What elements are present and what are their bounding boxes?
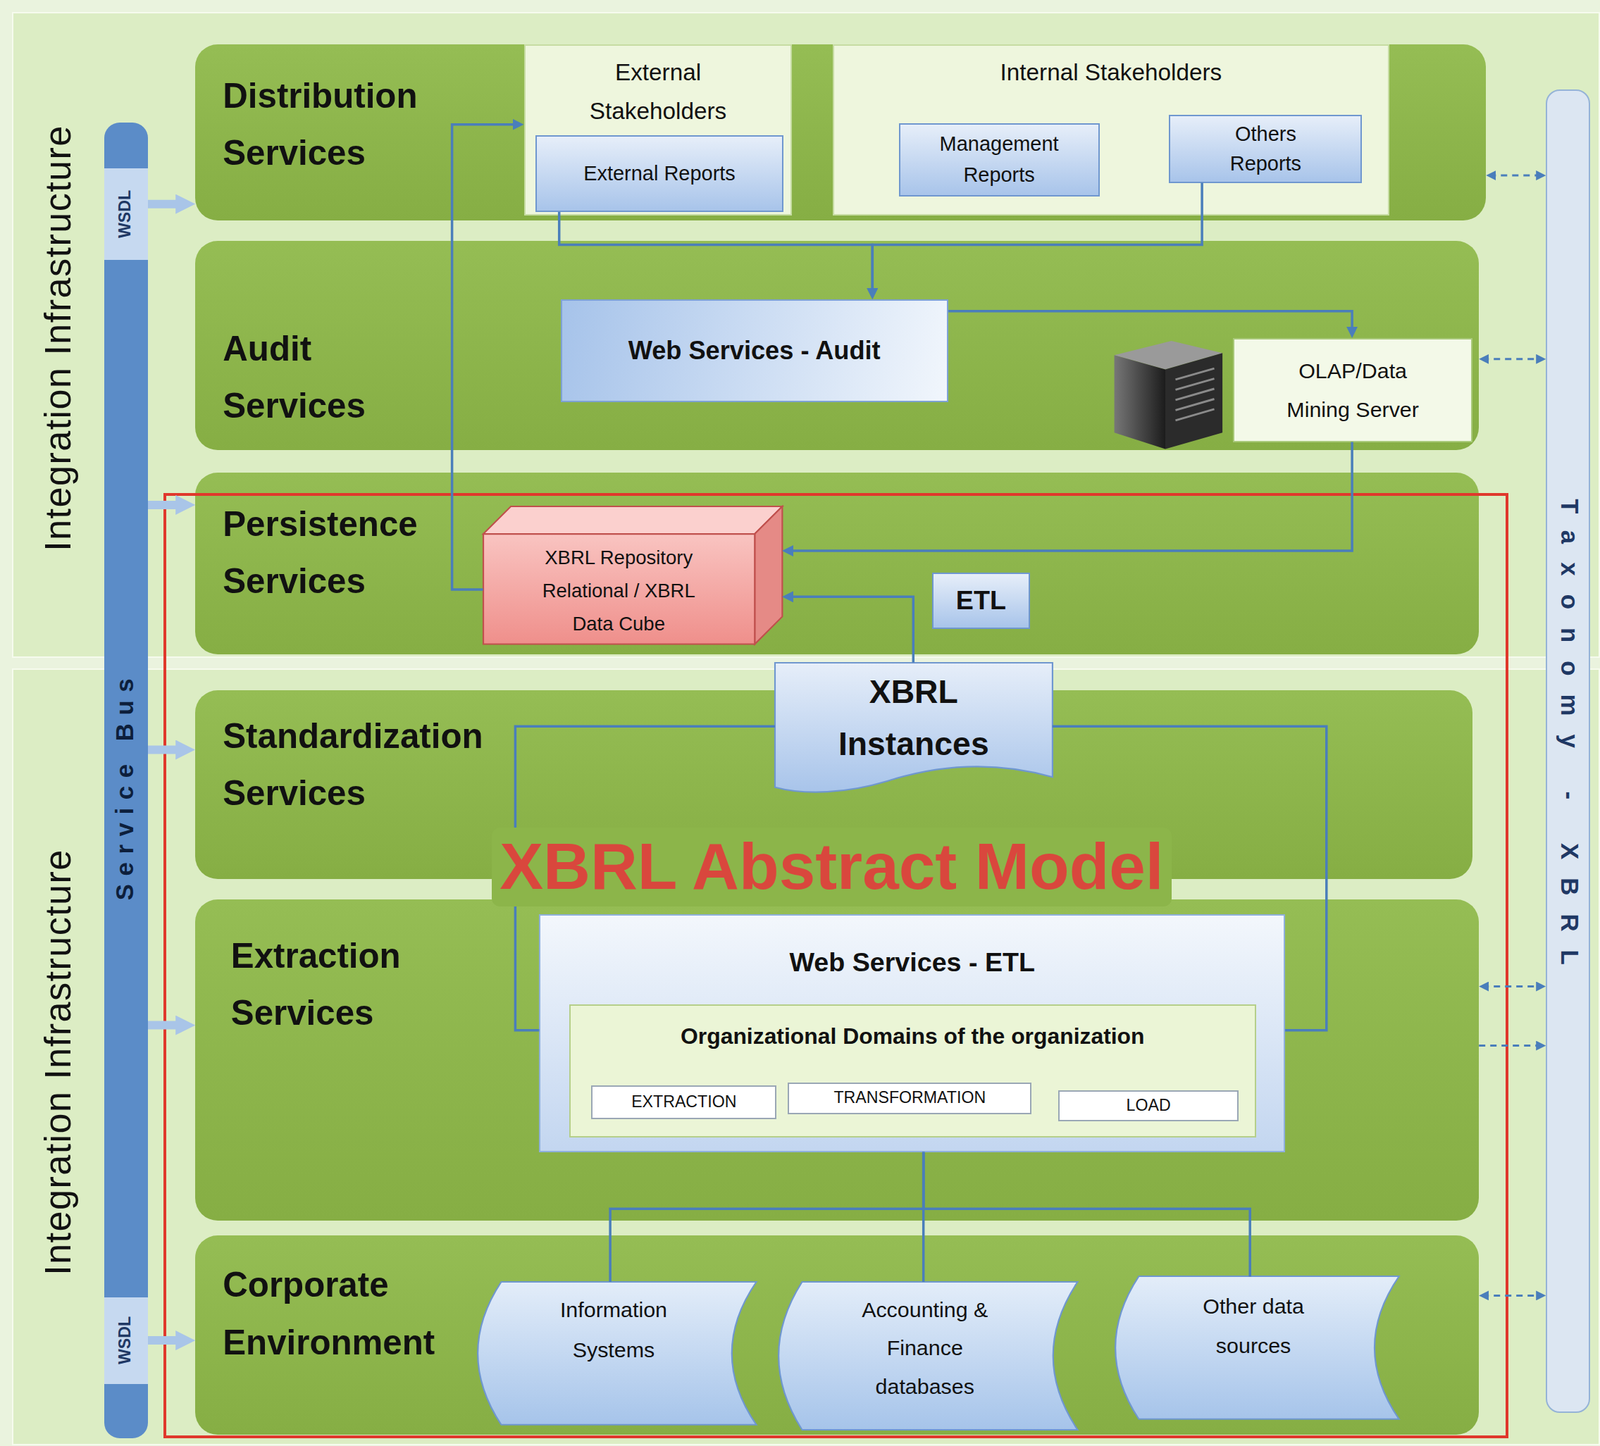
data-store: Accounting & Finance databases xyxy=(771,1282,1078,1431)
connector xyxy=(785,442,1353,552)
box-label: Other data sources xyxy=(1174,1286,1333,1367)
server-vents xyxy=(1175,368,1214,421)
connector xyxy=(147,500,186,510)
layer-panel: Integration Infrastructure Distribution S… xyxy=(11,11,1600,659)
data-store: Other data sources xyxy=(1108,1276,1400,1420)
box-label: ETL xyxy=(956,584,1007,617)
store-outline xyxy=(779,1282,1078,1431)
connector xyxy=(785,596,914,663)
step-box: TRANSFORMATION xyxy=(787,1082,1032,1115)
wsdl-segment: WSDL xyxy=(104,168,148,260)
taxonomy-label: Taxonomy - XBRL xyxy=(1554,498,1584,984)
report-box: External Reports xyxy=(535,135,784,213)
server-vent xyxy=(1175,368,1214,380)
connector xyxy=(1478,1044,1543,1047)
connector xyxy=(452,124,521,590)
band-label: Distribution Services xyxy=(222,66,519,182)
server-side xyxy=(1165,352,1223,449)
band-label: Standardization Services xyxy=(222,707,499,823)
box-label: Web Services - Audit xyxy=(628,335,881,366)
service-band: Persistence Services XBRL Repository Rela… xyxy=(195,472,1479,655)
stakeholder-group: External StakeholdersExternal Reports xyxy=(524,44,793,216)
connector xyxy=(1052,726,1327,1031)
connector xyxy=(515,726,775,1031)
report-box: Others Reports xyxy=(1168,114,1362,184)
connector xyxy=(948,311,1353,335)
step-box: EXTRACTION xyxy=(591,1085,778,1120)
taxonomy-bar: Taxonomy - XBRL xyxy=(1545,89,1590,1413)
web-service-box: Web Services - Audit xyxy=(560,299,949,403)
cube-side xyxy=(754,506,783,645)
box-label: Web Services - ETL xyxy=(789,946,1035,979)
service-band: Audit Services Web Services - AuditOLAP/D… xyxy=(195,240,1479,451)
box-label: OLAP/Data Mining Server xyxy=(1268,351,1438,430)
connector xyxy=(1482,985,1543,988)
group-label: External Stakeholders xyxy=(571,53,745,132)
band-label: Extraction Services xyxy=(231,927,487,1043)
connector xyxy=(1489,174,1543,177)
connector xyxy=(1482,357,1543,361)
wsdl-label: WSDL xyxy=(115,1316,136,1365)
step-label: TRANSFORMATION xyxy=(833,1088,986,1109)
step-label: LOAD xyxy=(1126,1096,1171,1116)
document-outline xyxy=(774,662,1053,793)
server-vent xyxy=(1175,398,1214,411)
connector xyxy=(872,183,1202,296)
box-label: XBRL Instances xyxy=(821,665,1006,771)
repository-cube: XBRL Repository Relational / XBRL Data C… xyxy=(483,506,783,645)
web-service-box: Web Services - ETL Organizational Domains… xyxy=(538,914,1286,1152)
store-outline xyxy=(477,1282,756,1426)
group-label: Internal Stakeholders xyxy=(1000,58,1223,87)
server-vent xyxy=(1175,409,1214,421)
connector xyxy=(147,1336,186,1345)
server-vent xyxy=(1175,379,1214,391)
frame-title: XBRL Abstract Model xyxy=(491,827,1173,907)
box-label: Organizational Domains of the organizati… xyxy=(680,1022,1145,1050)
service-band: Distribution ServicesExternal Stakeholde… xyxy=(195,44,1486,222)
service-band: Corporate Environment Information Systems… xyxy=(195,1235,1479,1435)
step-label: EXTRACTION xyxy=(631,1092,737,1113)
wsdl-segment: WSDL xyxy=(104,1297,148,1385)
report-box: Management Reports xyxy=(898,123,1100,197)
panel-label: Integration Infrastructure xyxy=(35,124,80,552)
server-vent xyxy=(1175,388,1214,401)
box-label: Accounting & Finance databases xyxy=(845,1290,1004,1407)
etl-box: ETL xyxy=(932,572,1031,630)
connector xyxy=(147,746,186,755)
box-label: XBRL Repository Relational / XBRL Data C… xyxy=(524,541,713,641)
cube-top xyxy=(483,506,783,535)
layer-panel: Integration Infrastructure Standardizatio… xyxy=(11,668,1600,1446)
cube-front xyxy=(483,534,755,644)
server-icon xyxy=(1114,340,1224,450)
connector xyxy=(147,1021,186,1031)
connector xyxy=(147,200,186,209)
box-label: Others Reports xyxy=(1204,119,1328,179)
box-label: External Reports xyxy=(583,161,736,186)
box-label: Management Reports xyxy=(922,128,1076,191)
service-bus: Service BusWSDLWSDL xyxy=(104,122,148,1439)
connector xyxy=(1482,1294,1543,1298)
connector xyxy=(923,1152,1251,1278)
stakeholder-group: Internal StakeholdersManagement Reports O… xyxy=(832,44,1389,216)
store-outline xyxy=(1115,1276,1400,1420)
wsdl-label: WSDL xyxy=(115,190,136,239)
connector xyxy=(610,1152,924,1283)
document-shape: XBRL Instances xyxy=(774,662,1053,798)
box-label: Information Systems xyxy=(534,1290,693,1370)
server-front xyxy=(1114,355,1166,449)
data-store: Information Systems xyxy=(470,1282,757,1426)
domain-box: Organizational Domains of the organizati… xyxy=(569,1004,1257,1138)
bus-label: Service Bus xyxy=(110,670,141,901)
band-label: Corporate Environment xyxy=(222,1256,468,1372)
panel-label: Integration Infrastructure xyxy=(35,848,80,1276)
connector xyxy=(559,212,873,296)
band-label: Audit Services xyxy=(222,319,427,435)
server-box: OLAP/Data Mining Server xyxy=(1232,338,1473,443)
band-label: Persistence Services xyxy=(222,495,478,611)
step-box: LOAD xyxy=(1058,1090,1239,1121)
service-band: Extraction Services Web Services - ETL Org… xyxy=(195,899,1479,1221)
